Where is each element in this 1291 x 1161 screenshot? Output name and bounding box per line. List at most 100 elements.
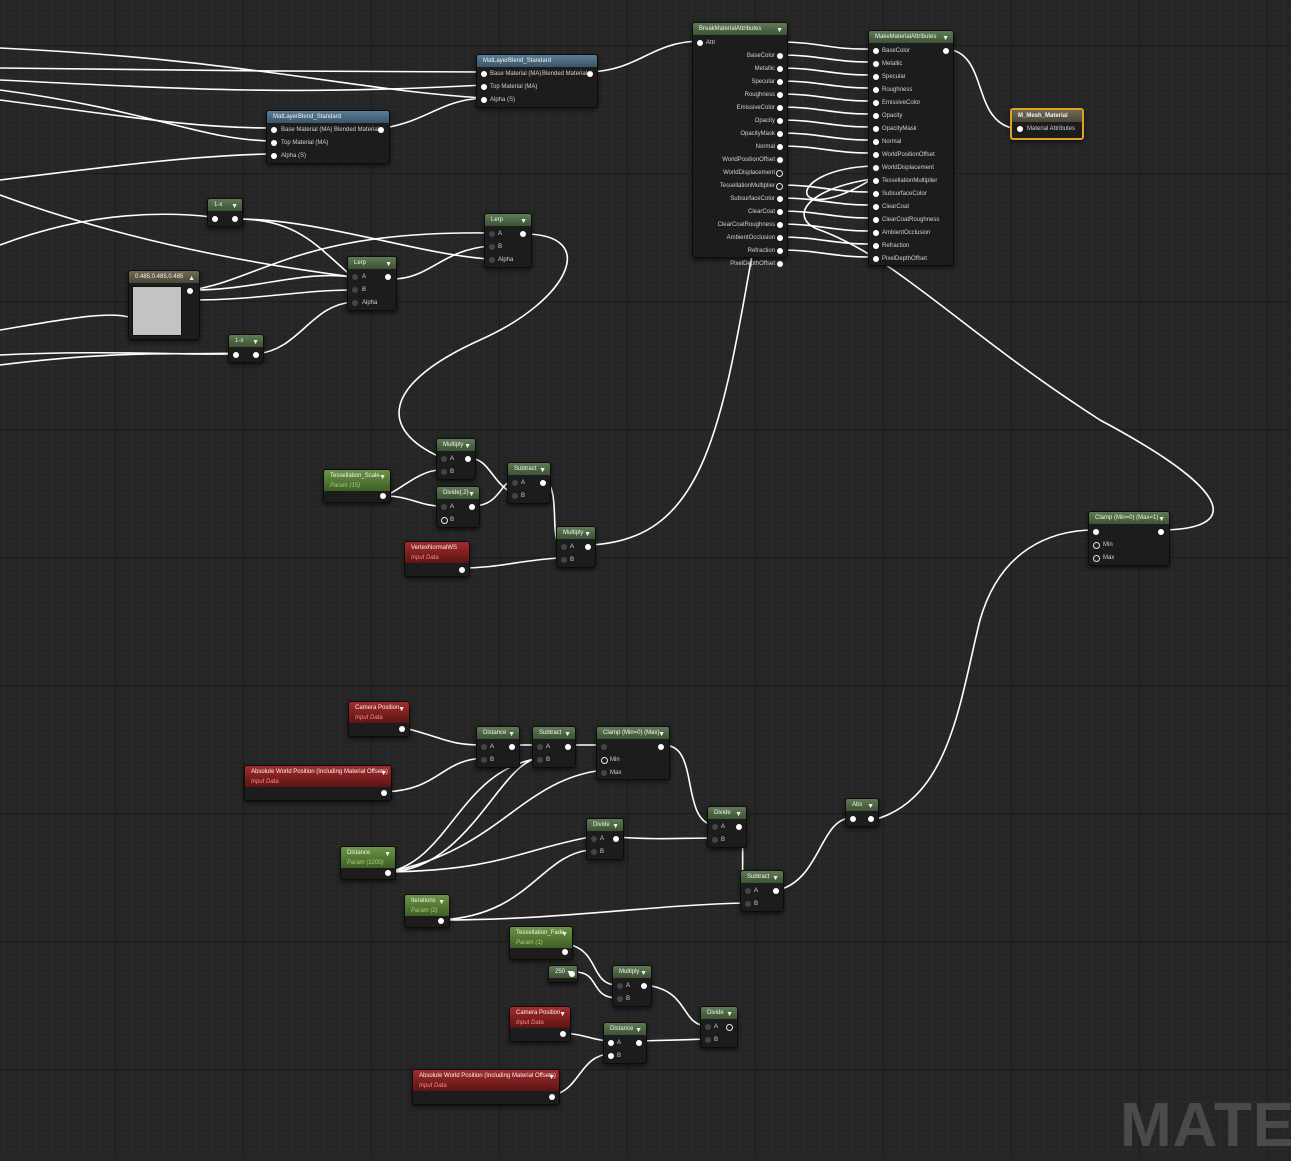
input-pin[interactable] <box>271 127 277 133</box>
make-input-pin[interactable] <box>873 152 879 158</box>
node-divide-a[interactable]: Divide▼ A B <box>707 806 747 848</box>
output-pin[interactable] <box>613 836 619 842</box>
input-pin[interactable] <box>601 744 607 750</box>
break-output-pin[interactable] <box>777 235 783 241</box>
input-pin[interactable] <box>537 744 543 750</box>
input-pin[interactable] <box>481 97 487 103</box>
break-output-pin[interactable] <box>777 105 783 111</box>
input-pin[interactable] <box>617 996 623 1002</box>
output-pin[interactable] <box>399 726 405 732</box>
output-pin[interactable] <box>187 288 193 294</box>
node-clamp-0-1[interactable]: Clamp (Min=0) (Max=1)▼ Min Max <box>1088 511 1170 566</box>
make-input-pin[interactable] <box>873 243 879 249</box>
node-constant-250[interactable]: 250▼ <box>548 965 578 983</box>
input-pin[interactable] <box>441 517 448 524</box>
input-pin[interactable] <box>601 757 608 764</box>
input-pin[interactable] <box>489 257 495 263</box>
make-input-pin[interactable] <box>873 87 879 93</box>
input-pin[interactable] <box>850 816 856 822</box>
break-output-pin[interactable] <box>777 196 783 202</box>
node-subtract-a[interactable]: Subtract▼ A B <box>507 462 551 504</box>
output-pin[interactable] <box>253 352 259 358</box>
input-pin[interactable] <box>1093 542 1100 549</box>
make-input-pin[interactable] <box>873 139 879 145</box>
node-lerp-lower[interactable]: Lerp▼ A B Alpha <box>347 256 397 311</box>
output-pin[interactable] <box>562 949 568 955</box>
input-pin[interactable] <box>352 287 358 293</box>
input-pin[interactable] <box>1093 555 1100 562</box>
make-input-pin[interactable] <box>873 48 879 54</box>
node-absolute-world-position-b[interactable]: Absolute World Position (Including Mater… <box>412 1069 560 1105</box>
node-divide-c[interactable]: Divide▼ A B <box>700 1006 738 1048</box>
make-input-pin[interactable] <box>873 256 879 262</box>
output-pin[interactable] <box>658 744 664 750</box>
input-pin[interactable] <box>233 352 239 358</box>
node-abs[interactable]: Abs▼ <box>845 798 879 827</box>
output-pin[interactable] <box>636 1040 642 1046</box>
break-output-pin[interactable] <box>777 66 783 72</box>
node-clamp-0-max[interactable]: Clamp (Min=0) (Max)▼ Min Max <box>596 726 670 780</box>
output-pin[interactable] <box>726 1024 733 1031</box>
input-pin[interactable] <box>512 480 518 486</box>
make-input-pin[interactable] <box>873 204 879 210</box>
make-output-pin[interactable] <box>943 48 949 54</box>
input-pin[interactable] <box>697 40 703 46</box>
input-pin[interactable] <box>705 1024 711 1030</box>
output-pin[interactable] <box>641 983 647 989</box>
output-pin[interactable] <box>569 971 575 977</box>
break-output-pin[interactable] <box>777 157 783 163</box>
input-pin[interactable] <box>537 757 543 763</box>
break-output-pin[interactable] <box>777 222 783 228</box>
node-distance-b[interactable]: Distance▼ A B <box>603 1022 647 1064</box>
make-input-pin[interactable] <box>873 74 879 80</box>
node-multiply-c[interactable]: Multiply▼ A B <box>612 965 652 1007</box>
node-lerp-upper[interactable]: Lerp▼ A B Alpha <box>484 213 532 268</box>
break-output-pin[interactable] <box>777 248 783 254</box>
make-input-pin[interactable] <box>873 178 879 184</box>
make-input-pin[interactable] <box>873 126 879 132</box>
input-pin[interactable] <box>608 1040 614 1046</box>
make-input-pin[interactable] <box>873 165 879 171</box>
input-pin[interactable] <box>591 836 597 842</box>
input-pin[interactable] <box>591 849 597 855</box>
output-pin[interactable] <box>438 918 444 924</box>
node-absolute-world-position-a[interactable]: Absolute World Position (Including Mater… <box>244 765 392 801</box>
make-input-pin[interactable] <box>873 113 879 119</box>
break-output-pin[interactable] <box>777 118 783 124</box>
output-pin[interactable] <box>385 274 391 280</box>
input-pin[interactable] <box>617 983 623 989</box>
node-vertex-normal-ws[interactable]: VertexNormalWS Input Data <box>404 541 470 577</box>
output-pin[interactable] <box>736 824 742 830</box>
input-pin[interactable] <box>212 216 218 222</box>
break-output-pin[interactable] <box>777 79 783 85</box>
input-pin[interactable] <box>561 557 567 563</box>
input-pin[interactable] <box>481 71 487 77</box>
node-distance-a[interactable]: Distance▼ A B <box>476 726 520 768</box>
output-pin[interactable] <box>385 870 391 876</box>
output-pin[interactable] <box>459 567 465 573</box>
output-pin[interactable] <box>381 790 387 796</box>
input-pin[interactable] <box>481 84 487 90</box>
input-pin[interactable] <box>441 456 447 462</box>
node-constant-color[interactable]: 0.485,0.485,0.485▲ <box>128 270 200 340</box>
node-multiply-b[interactable]: Multiply▼ A B <box>556 526 596 568</box>
output-pin[interactable] <box>509 744 515 750</box>
make-input-pin[interactable] <box>873 191 879 197</box>
node-iterations-param[interactable]: Iterations Param (2) ▼ <box>404 894 450 928</box>
output-pin[interactable] <box>868 816 874 822</box>
input-pin[interactable] <box>705 1037 711 1043</box>
output-pin[interactable] <box>585 544 591 550</box>
break-output-pin[interactable] <box>777 261 783 267</box>
node-divide-2[interactable]: Divide(,2)▼ A B <box>436 486 480 528</box>
break-output-pin[interactable] <box>776 170 783 177</box>
node-tessellation-fade[interactable]: Tessellation_Fade Param (1) ▼ <box>509 926 573 960</box>
input-pin[interactable] <box>271 153 277 159</box>
input-pin[interactable] <box>512 493 518 499</box>
node-matlayerblend-top[interactable]: MatLayerBlend_Standard Base Material (MA… <box>476 54 598 108</box>
node-camera-position-b[interactable]: Camera Position Input Data ▼ <box>509 1006 571 1042</box>
break-output-pin[interactable] <box>777 53 783 59</box>
input-pin[interactable] <box>489 244 495 250</box>
input-pin[interactable] <box>441 504 447 510</box>
